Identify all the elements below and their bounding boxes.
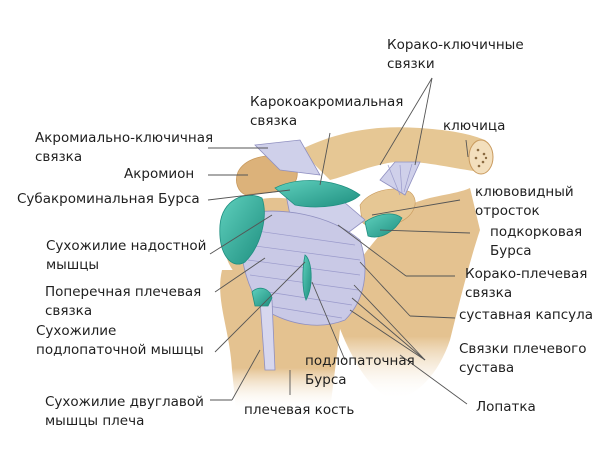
ligaments-shape	[239, 139, 421, 371]
label-supraspinatus-tendon: Сухожилие надостной мышцы	[46, 237, 206, 275]
label-line: Бурса	[490, 243, 532, 259]
leader-lines	[207, 77, 471, 405]
label-line: отросток	[475, 203, 540, 219]
label-line: Сухожилие	[36, 323, 117, 339]
label-line: Корако-ключичные	[387, 37, 524, 53]
label-line: подлопаточная	[305, 353, 415, 369]
label-humerus: плечевая кость	[244, 401, 354, 420]
label-line: Сухожилие надостной	[46, 238, 207, 254]
label-line: Сухожилие двуглавой	[45, 394, 204, 410]
label-coracohumeral-ligament: Корако-плечевая связка	[465, 265, 587, 303]
label-glenohumeral-ligaments: Связки плечевого сустава	[459, 340, 587, 378]
label-line: связка	[465, 285, 513, 301]
label-acromioclavicular-ligament: Акромиально-ключичная связка	[35, 129, 213, 167]
label-line: Корако-плечевая	[465, 266, 588, 282]
label-joint-capsule: суставная капсула	[459, 306, 593, 325]
scapula-shape	[330, 188, 480, 400]
label-line: плечевая кость	[244, 402, 355, 418]
label-line: клювовидный	[475, 184, 574, 200]
label-line: Связки плечевого	[459, 341, 587, 357]
label-line: Субакроминальная Бурса	[17, 191, 200, 207]
clavicle-shape	[300, 127, 494, 180]
label-coracoid-process: клювовидный отросток	[475, 183, 574, 221]
label-line: Лопатка	[476, 399, 536, 415]
label-transverse-humeral-ligament: Поперечная плечевая связка	[45, 283, 201, 321]
label-line: подлопаточной мышцы	[36, 342, 204, 358]
label-acromion: Акромион	[124, 165, 194, 184]
label-subscapularis-tendon: Сухожилие подлопаточной мышцы	[36, 322, 204, 360]
label-scapula: Лопатка	[476, 398, 536, 417]
label-line: суставная капсула	[459, 307, 594, 323]
label-subcoracoid-bursa: подкорковая Бурса	[490, 223, 582, 261]
label-subscapular-bursa: подлопаточная Бурса	[305, 352, 415, 390]
label-line: связка	[45, 303, 93, 319]
label-coracoclavicular-ligaments: Корако-ключичные связки	[387, 36, 524, 74]
label-line: подкорковая	[490, 224, 583, 240]
label-coracoacromial-ligament: Карокоакромиальная связка	[250, 93, 403, 131]
label-line: Акромиально-ключичная	[35, 130, 214, 146]
label-line: связка	[35, 149, 83, 165]
label-line: сустава	[459, 360, 515, 376]
label-line: Бурса	[305, 372, 347, 388]
label-line: связка	[250, 113, 298, 129]
bursae-shape	[219, 180, 403, 307]
label-line: Акромион	[124, 166, 195, 182]
label-biceps-tendon: Сухожилие двуглавой мышцы плеча	[45, 393, 204, 431]
label-clavicle: ключица	[443, 117, 505, 136]
label-subacromial-bursa: Субакроминальная Бурса	[17, 190, 200, 209]
label-line: ключица	[443, 118, 506, 134]
label-line: связки	[387, 56, 435, 72]
label-line: мышцы	[46, 257, 100, 273]
label-line: Карокоакромиальная	[250, 94, 404, 110]
label-line: Поперечная плечевая	[45, 284, 202, 300]
label-line: мышцы плеча	[45, 413, 145, 429]
